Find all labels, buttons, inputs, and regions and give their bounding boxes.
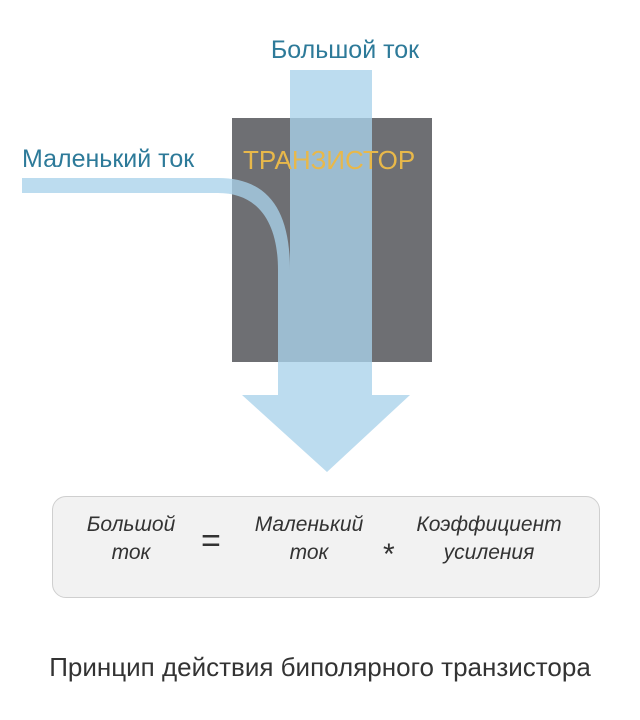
big-current-flow [242, 70, 410, 472]
formula-gain: Коэффициент усиления [399, 511, 579, 567]
equals-sign: = [201, 522, 221, 560]
formula-small-current: Маленький ток [239, 511, 379, 567]
small-current-label: Маленький ток [22, 145, 195, 173]
formula-big-current-line1: Большой [86, 513, 176, 536]
formula-small-current-line1: Маленький [254, 513, 364, 536]
big-current-label: Большой ток [270, 36, 420, 64]
formula-big-current: Большой ток [75, 511, 187, 567]
formula-gain-line2: усиления [443, 541, 535, 564]
multiply-sign: * [383, 538, 395, 571]
small-current-flow [22, 178, 290, 395]
formula-small-current-line2: ток [289, 541, 329, 564]
diagram-caption: Принцип действия биполярного транзистора [49, 652, 591, 682]
transistor-label: ТРАНЗИСТОР [243, 145, 416, 175]
formula-gain-line1: Коэффициент [416, 513, 562, 536]
formula-box: Большой ток = Маленький ток * Коэффициен… [52, 496, 600, 598]
formula-big-current-line2: ток [111, 541, 151, 564]
